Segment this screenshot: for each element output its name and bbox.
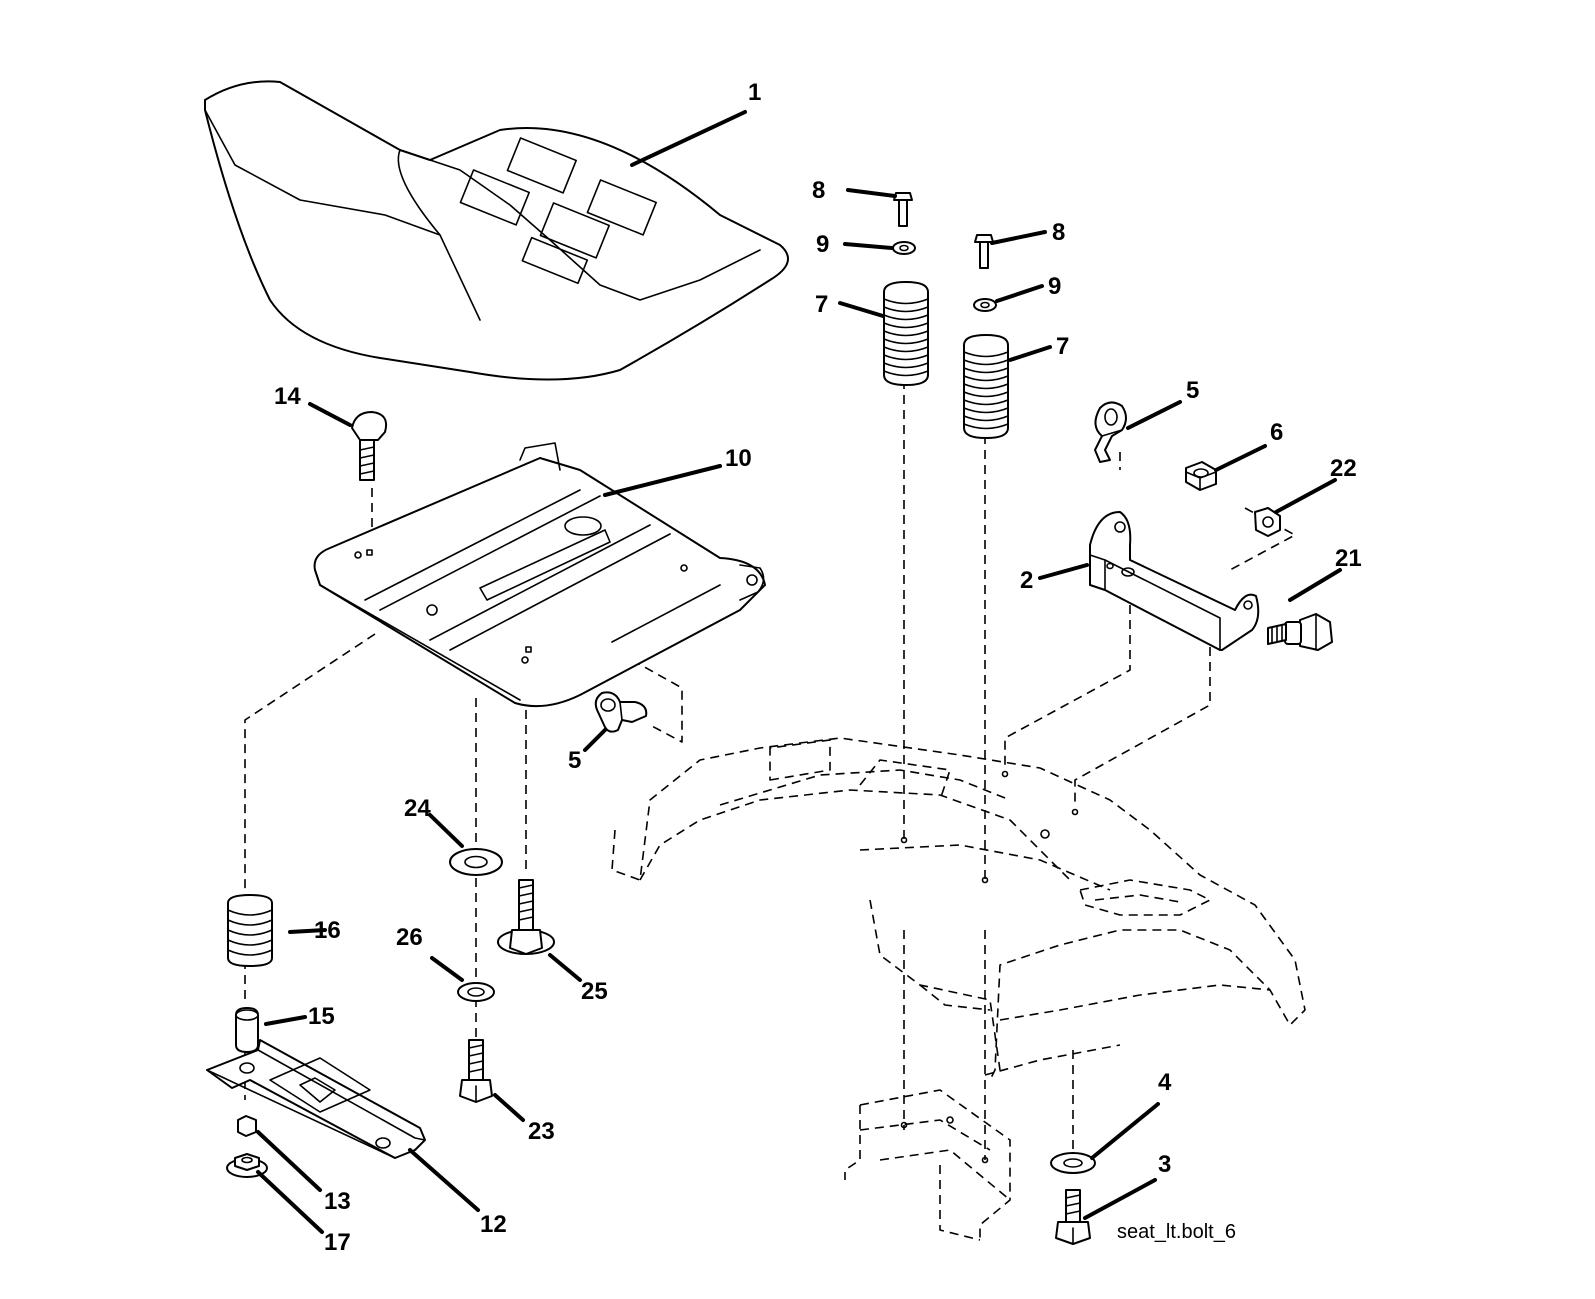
hex-bolt-23 bbox=[459, 1039, 493, 1103]
callout-16: 16 bbox=[314, 917, 341, 944]
callout-6: 6 bbox=[1270, 419, 1283, 446]
callout-24: 24 bbox=[404, 795, 431, 822]
assembly-guide-lines bbox=[244, 380, 1296, 1170]
callout-23: 23 bbox=[528, 1118, 555, 1145]
callout-9-right: 9 bbox=[1048, 273, 1061, 300]
callout-15: 15 bbox=[308, 1003, 335, 1030]
spring-clip-lower bbox=[594, 691, 648, 733]
seat bbox=[204, 80, 789, 381]
callout-7-left: 7 bbox=[815, 291, 828, 318]
leader-lines bbox=[256, 110, 1342, 1234]
callout-5-lower: 5 bbox=[568, 747, 581, 774]
callout-1: 1 bbox=[748, 79, 761, 106]
callout-14: 14 bbox=[274, 383, 301, 410]
spring-clip-upper bbox=[1094, 401, 1127, 463]
flanged-bolt bbox=[497, 879, 555, 955]
callout-9-left: 9 bbox=[816, 231, 829, 258]
lock-washer bbox=[457, 982, 495, 1002]
callout-2: 2 bbox=[1020, 567, 1033, 594]
callout-labels: 1 8 9 7 8 9 7 14 10 5 6 22 21 2 5 24 16 … bbox=[274, 79, 1362, 1256]
callout-8-left: 8 bbox=[812, 177, 825, 204]
seat-bracket bbox=[1089, 511, 1260, 651]
callout-26: 26 bbox=[396, 924, 423, 951]
callout-25: 25 bbox=[581, 978, 608, 1005]
small-nut bbox=[237, 1115, 257, 1137]
spring-stack-right bbox=[963, 234, 1009, 439]
spacer bbox=[235, 1007, 259, 1053]
callout-8-right: 8 bbox=[1052, 219, 1065, 246]
callout-3: 3 bbox=[1158, 1151, 1171, 1178]
drawing-file-label: seat_lt.bolt_6 bbox=[1117, 1221, 1236, 1243]
callout-22: 22 bbox=[1330, 455, 1357, 482]
hex-bolt-3 bbox=[1055, 1189, 1091, 1245]
tractor-fender-reference bbox=[611, 737, 1306, 1241]
spring-stack-left bbox=[883, 192, 929, 386]
carriage-bolt bbox=[351, 411, 388, 481]
callout-21: 21 bbox=[1335, 545, 1362, 572]
callout-13: 13 bbox=[324, 1188, 351, 1215]
hex-nut bbox=[1185, 461, 1217, 491]
flat-washer-4 bbox=[1050, 1152, 1096, 1174]
callout-5-upper: 5 bbox=[1186, 377, 1199, 404]
callout-17: 17 bbox=[324, 1229, 351, 1256]
callout-12: 12 bbox=[480, 1211, 507, 1238]
shoulder-bolt bbox=[1267, 613, 1333, 651]
seat-pan bbox=[313, 442, 766, 708]
callout-7-right: 7 bbox=[1056, 333, 1069, 360]
callout-4: 4 bbox=[1158, 1069, 1172, 1096]
callout-10: 10 bbox=[725, 445, 752, 472]
flat-washer-24 bbox=[449, 848, 503, 876]
slide-plate bbox=[206, 1039, 426, 1159]
lock-nut bbox=[1254, 507, 1281, 537]
compression-spring bbox=[227, 894, 273, 967]
